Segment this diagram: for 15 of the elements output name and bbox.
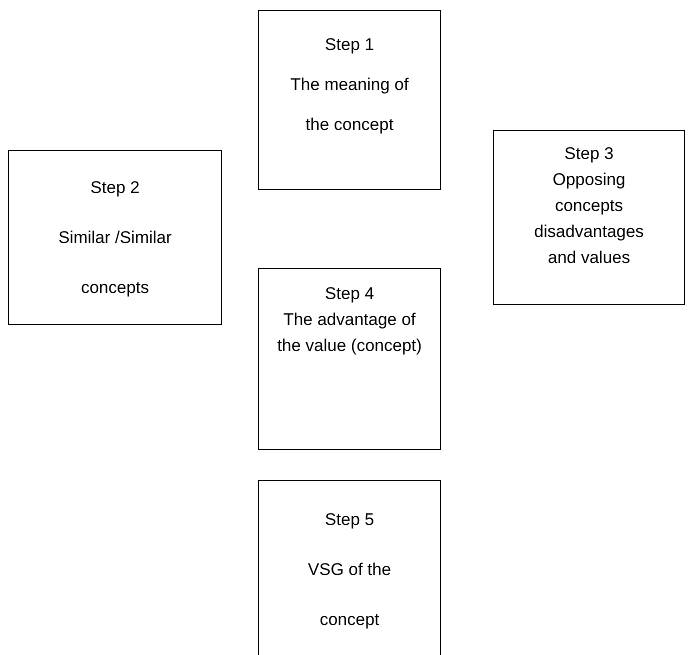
step-title: Step 4 [324, 283, 374, 305]
step-box [8, 150, 222, 325]
step-box [258, 268, 441, 450]
step-box [493, 130, 685, 305]
step-title: Step 1 [324, 34, 374, 56]
step-title: Step 3 [564, 143, 614, 165]
step-text: The advantage of the value (concept) [276, 309, 423, 357]
step-text: Similar /Similar concepts [57, 227, 173, 299]
step-text: Opposing concepts disadvantages and values [533, 169, 645, 269]
step-box [258, 10, 441, 190]
step-title: Step 5 [324, 509, 374, 531]
step-title: Step 2 [90, 177, 140, 199]
step-text: VSG of the concept [306, 559, 392, 631]
step-box [258, 480, 441, 655]
step-text: The meaning of the concept [289, 74, 410, 136]
